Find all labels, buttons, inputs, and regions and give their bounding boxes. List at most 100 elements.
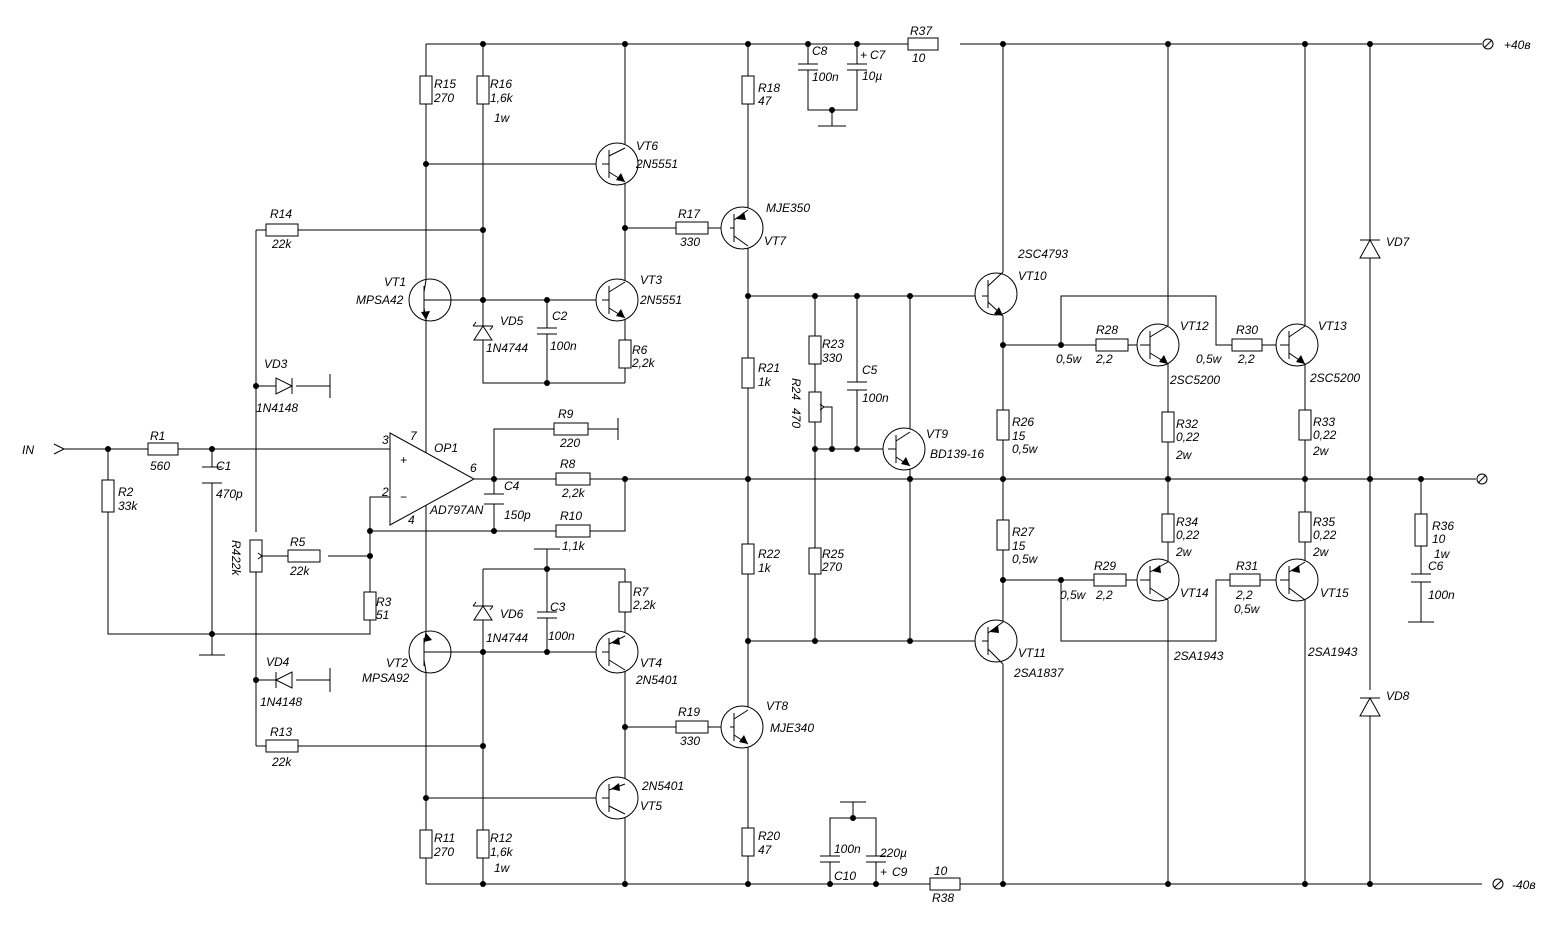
r30-value: 2,2: [1237, 352, 1255, 366]
resistor-r14: [265, 223, 299, 237]
resistor-r13: [265, 739, 299, 753]
resistor-r28: [1095, 338, 1129, 352]
vd4-name: VD4: [266, 655, 290, 669]
r1-value: 560: [150, 459, 170, 473]
vt9-part: BD139-16: [930, 447, 984, 461]
transistor-vt6: [595, 142, 639, 186]
transistor-vt8: [720, 705, 764, 749]
transistor-vt4: [595, 630, 639, 674]
vt3-name: VT3: [640, 273, 662, 287]
resistor-r7: [618, 581, 632, 613]
resistor-r27: [996, 519, 1010, 551]
r11-value: 270: [433, 845, 454, 859]
resistor-r33: [1298, 409, 1312, 441]
c4-value: 150p: [504, 508, 531, 522]
r29-value: 2,2: [1095, 588, 1113, 602]
r26-power: 0,5w: [1012, 442, 1039, 456]
r31-value: 2,2: [1235, 588, 1253, 602]
vt4-part: 2N5401: [635, 673, 678, 687]
vt6-part: 2N5551: [635, 157, 678, 171]
r28-power: 0,5w: [1056, 352, 1083, 366]
r28-value: 2,2: [1095, 352, 1113, 366]
diode-vd7: [1359, 238, 1381, 259]
r31-power: 0,5w: [1234, 602, 1261, 616]
r6-name: R6: [632, 343, 648, 357]
r4-value: 22k: [229, 555, 243, 576]
vd3-name: VD3: [264, 357, 288, 371]
resistor-r32: [1161, 411, 1175, 443]
vt12-part: 2SC5200: [1169, 373, 1220, 387]
r10-name: R10: [560, 509, 582, 523]
capacitor-c8: [798, 63, 818, 71]
vt6-name: VT6: [636, 139, 658, 153]
r29-power: 0,5w: [1060, 588, 1087, 602]
vd5-name: VD5: [500, 314, 524, 328]
c9-name: C9: [892, 865, 908, 879]
transistor-vt13: [1275, 323, 1319, 367]
resistor-r12: [476, 829, 490, 859]
c1-value: 470p: [216, 487, 243, 501]
terminal-output: [1476, 473, 1488, 485]
transistor-vt12: [1136, 323, 1180, 367]
resistor-r16: [476, 75, 490, 105]
r5-name: R5: [290, 535, 306, 549]
resistor-r4: [249, 539, 263, 573]
c8-name: C8: [812, 44, 828, 58]
c9-value: 220µ: [879, 846, 907, 860]
capacitor-c9: [866, 855, 886, 863]
opamp-pin-6: 6: [470, 461, 477, 475]
opamp-plus: +: [400, 453, 407, 467]
opamp-name: OP1: [434, 441, 458, 455]
vt13-name: VT13: [1318, 319, 1347, 333]
terminal-positive-rail: [1482, 38, 1494, 50]
c2-value: 100n: [550, 339, 577, 353]
c5-name: C5: [862, 363, 878, 377]
c10-name: C10: [834, 869, 856, 883]
c6-value: 100n: [1428, 588, 1455, 602]
vt14-name: VT14: [1180, 586, 1209, 600]
r27-name: R27: [1012, 525, 1035, 539]
capacitor-c1: [202, 466, 222, 484]
resistor-r37: [907, 37, 939, 51]
wires: [64, 43, 1482, 885]
resistor-r36: [1414, 513, 1428, 547]
labels: IN +40в -40в OP1 AD797AN 7 3 2 6 4 + − R…: [22, 24, 1536, 905]
c7-name: C7: [870, 48, 887, 62]
vt15-name: VT15: [1320, 586, 1349, 600]
r34-power: 2w: [1175, 545, 1193, 559]
vd8-name: VD8: [1386, 689, 1410, 703]
negative-rail-label: -40в: [1512, 878, 1536, 892]
junction-dots: [105, 41, 1424, 887]
r10-value: 1,1k: [562, 539, 586, 553]
terminal-negative-rail: [1492, 878, 1504, 890]
c9-sign: +: [880, 865, 887, 879]
r32-name: R32: [1176, 417, 1198, 431]
resistor-r8: [555, 472, 591, 486]
r9-value: 220: [559, 436, 580, 450]
r16-value: 1,6k: [490, 91, 514, 105]
c1-name: C1: [216, 459, 231, 473]
resistor-r1: [147, 442, 179, 456]
capacitor-c2: [537, 327, 557, 335]
resistor-r2: [101, 479, 115, 513]
vt8-part: MJE340: [770, 721, 814, 735]
r15-value: 270: [433, 91, 454, 105]
r3-name: R3: [376, 595, 392, 609]
transistor-vt10: [974, 271, 1018, 317]
r7-name: R7: [633, 585, 650, 599]
r26-value: 15: [1012, 429, 1026, 443]
r30-power: 0,5w: [1196, 352, 1223, 366]
resistor-r10: [555, 524, 591, 538]
resistor-r23: [808, 335, 822, 365]
r18-name: R18: [758, 81, 780, 95]
diode-vd6: [472, 601, 494, 621]
r12-value: 1,6k: [490, 845, 514, 859]
c3-value: 100n: [548, 629, 575, 643]
r32-power: 2w: [1175, 448, 1193, 462]
r14-value: 22k: [271, 237, 292, 251]
diode-vd5: [472, 321, 494, 341]
resistor-r21: [741, 357, 755, 389]
r28-name: R28: [1096, 323, 1118, 337]
resistor-r22: [741, 543, 755, 575]
vt1-part: MPSA42: [356, 293, 404, 307]
